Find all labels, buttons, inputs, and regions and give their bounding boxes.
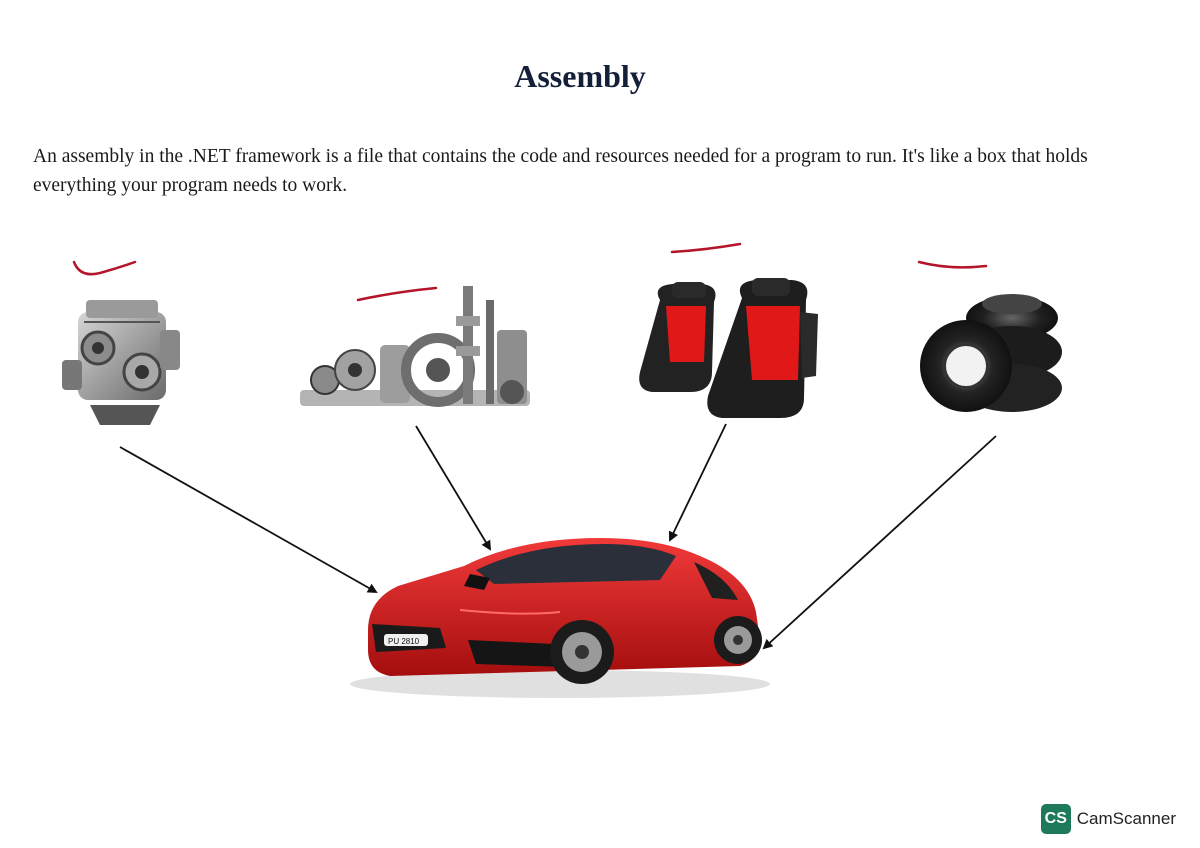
camscanner-watermark: CS CamScanner	[1040, 804, 1176, 834]
arrow-tires-to-car	[762, 435, 997, 650]
engine-icon	[62, 300, 180, 425]
arrow-engine-to-car	[119, 446, 378, 593]
car-seats-icon	[639, 278, 818, 418]
arrow-parts-to-car	[415, 425, 492, 551]
annotation-mark-tires	[917, 260, 988, 269]
arrows	[119, 423, 997, 650]
annotation-mark-engine	[72, 260, 137, 276]
license-plate: PU 2810	[388, 637, 420, 646]
tires-icon	[920, 294, 1062, 412]
description-paragraph: An assembly in the .NET framework is a f…	[33, 146, 1088, 196]
camscanner-label: CamScanner	[1076, 809, 1176, 828]
annotation-mark-seats	[670, 242, 742, 254]
annotation-marks	[72, 242, 988, 302]
mechanical-parts-icon	[300, 286, 530, 407]
arrow-seats-to-car	[668, 423, 727, 542]
annotation-mark-parts	[356, 286, 438, 302]
camscanner-logo-icon: CS	[1040, 804, 1071, 834]
page-title: Assembly	[514, 58, 646, 94]
car-illustration: PU 2810	[350, 538, 770, 698]
